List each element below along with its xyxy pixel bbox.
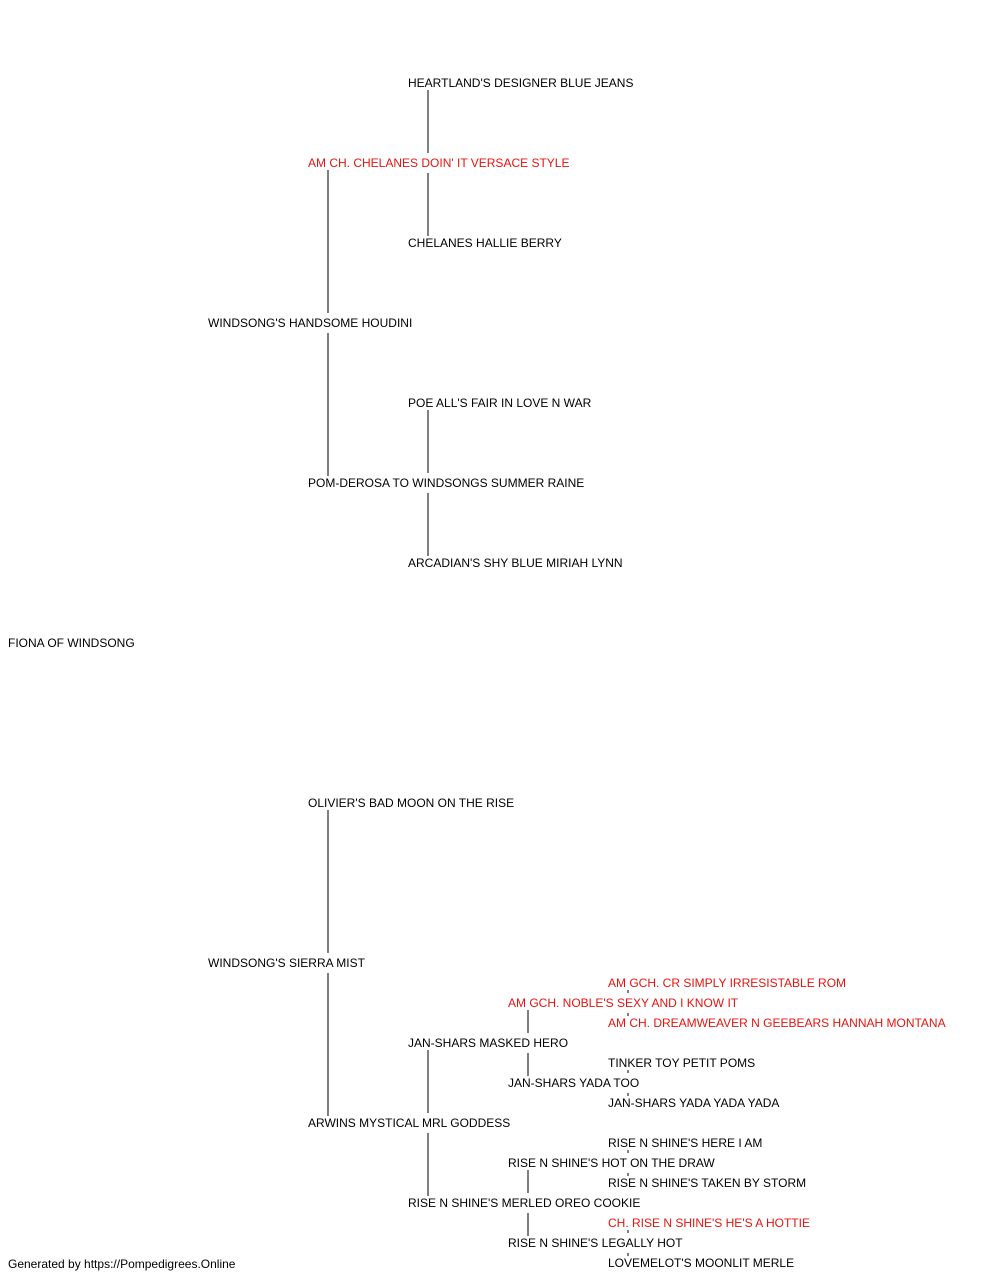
- ancestor-name: AM GCH. CR SIMPLY IRRESISTABLE ROM: [608, 976, 847, 990]
- ancestor-name: ARCADIAN'S SHY BLUE MIRIAH LYNN: [408, 556, 623, 570]
- footer-credit: Generated by https://Pompedigrees.Online: [8, 1257, 236, 1271]
- ancestor-name: CHELANES HALLIE BERRY: [408, 236, 562, 250]
- ancestor-name: ARWINS MYSTICAL MRL GODDESS: [308, 1116, 511, 1130]
- ancestor-name: RISE N SHINE'S HERE I AM: [608, 1136, 763, 1150]
- ancestor-name: RISE N SHINE'S LEGALLY HOT: [508, 1236, 683, 1250]
- ancestor-name: LOVEMELOT'S MOONLIT MERLE: [608, 1256, 795, 1270]
- ancestor-name: JAN-SHARS MASKED HERO: [408, 1036, 569, 1050]
- ancestor-name: HEARTLAND'S DESIGNER BLUE JEANS: [408, 76, 634, 90]
- ancestor-name: AM CH. CHELANES DOIN' IT VERSACE STYLE: [308, 156, 570, 170]
- ancestor-name: POM-DEROSA TO WINDSONGS SUMMER RAINE: [308, 476, 585, 490]
- ancestor-name: RISE N SHINE'S TAKEN BY STORM: [608, 1176, 807, 1190]
- ancestor-name: JAN-SHARS YADA YADA YADA: [608, 1096, 780, 1110]
- ancestor-name: WINDSONG'S HANDSOME HOUDINI: [208, 316, 413, 330]
- ancestor-name: AM CH. DREAMWEAVER N GEEBEARS HANNAH MON…: [608, 1016, 946, 1030]
- ancestor-name: POE ALL'S FAIR IN LOVE N WAR: [408, 396, 592, 410]
- ancestor-name: TINKER TOY PETIT POMS: [608, 1056, 756, 1070]
- subject-name: FIONA OF WINDSONG: [8, 636, 135, 650]
- ancestor-name: RISE N SHINE'S HOT ON THE DRAW: [508, 1156, 715, 1170]
- ancestor-name: RISE N SHINE'S MERLED OREO COOKIE: [408, 1196, 641, 1210]
- ancestor-name: WINDSONG'S SIERRA MIST: [208, 956, 365, 970]
- ancestor-name: JAN-SHARS YADA TOO: [508, 1076, 640, 1090]
- ancestor-name: OLIVIER'S BAD MOON ON THE RISE: [308, 796, 515, 810]
- ancestor-name: CH. RISE N SHINE'S HE'S A HOTTIE: [608, 1216, 810, 1230]
- ancestor-name: AM GCH. NOBLE'S SEXY AND I KNOW IT: [508, 996, 739, 1010]
